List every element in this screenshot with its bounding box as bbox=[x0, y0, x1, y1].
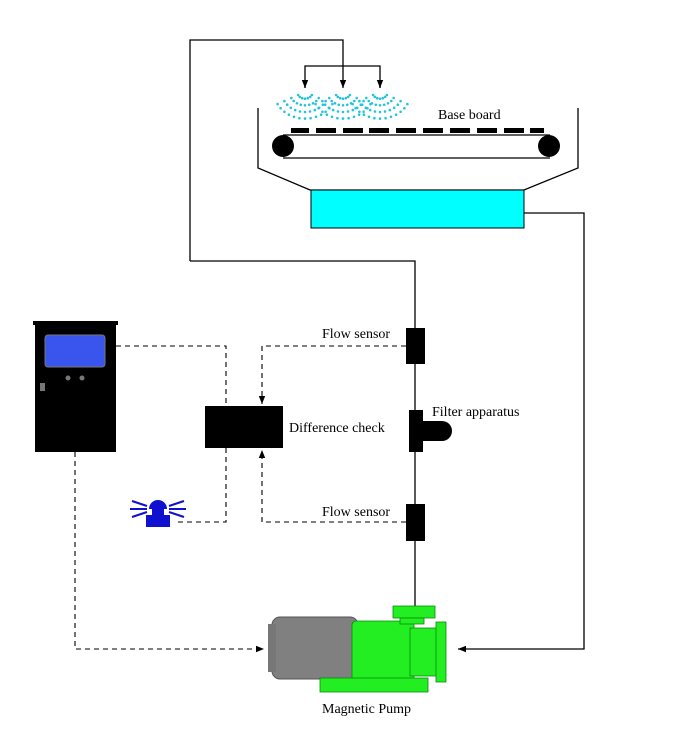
conveyor-hood bbox=[257, 108, 579, 191]
flow-sensor-bottom-label: Flow sensor bbox=[322, 505, 390, 520]
control-cabinet-icon bbox=[33, 321, 118, 452]
filter-apparatus-label: Filter apparatus bbox=[432, 405, 519, 420]
pump-motor bbox=[271, 616, 359, 680]
collection-tank bbox=[310, 189, 525, 229]
base-board-segments bbox=[291, 128, 544, 133]
spray-fan-1 bbox=[276, 93, 334, 120]
spray-fan-3 bbox=[351, 93, 409, 120]
difference-check-label: Difference check bbox=[289, 421, 385, 436]
conveyor: Base board bbox=[257, 108, 579, 191]
filter-icon bbox=[409, 410, 452, 452]
magnetic-pump-icon bbox=[268, 605, 447, 693]
spray-nozzles-icon bbox=[276, 93, 409, 120]
difference-check-box bbox=[205, 406, 283, 448]
spray-supply-pipe bbox=[189, 39, 416, 328]
flow-sensor-top-label: Flow sensor bbox=[322, 327, 390, 342]
spray-fan-2 bbox=[314, 93, 372, 120]
controller-screen bbox=[44, 334, 106, 368]
flow-sensor-top bbox=[406, 328, 425, 364]
flow-sensor-bottom bbox=[406, 504, 425, 541]
base-board-label: Base board bbox=[438, 108, 501, 123]
conveyor-roller-left bbox=[272, 135, 294, 157]
conveyor-roller-right bbox=[538, 135, 560, 157]
magnetic-pump-label: Magnetic Pump bbox=[322, 702, 411, 717]
signal-lines bbox=[74, 345, 406, 653]
return-pipe bbox=[458, 212, 585, 653]
warning-light-icon bbox=[130, 500, 186, 527]
